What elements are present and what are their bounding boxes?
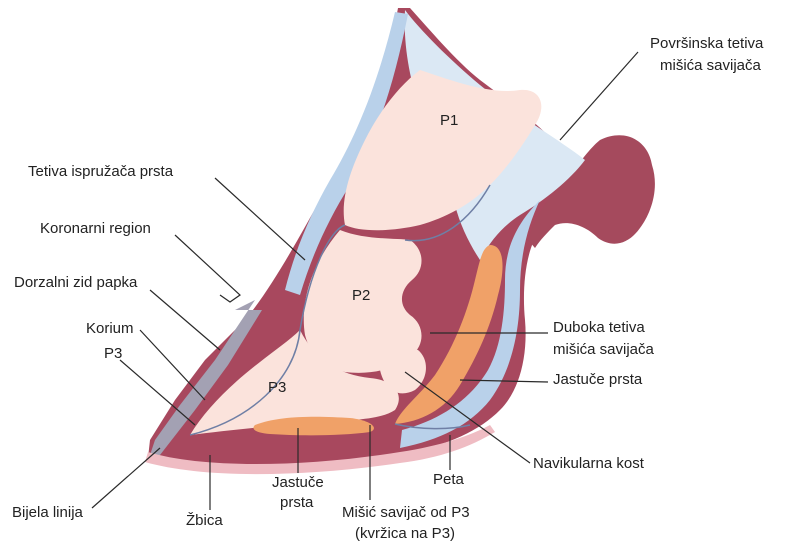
label-duboka-line2: mišića savijača xyxy=(553,341,655,358)
label-p1: P1 xyxy=(440,112,458,129)
label-tetiva-ispruzaca: Tetiva ispružača prsta xyxy=(28,163,174,180)
label-dorzalni: Dorzalni zid papka xyxy=(14,274,138,291)
label-misic-line1: Mišić savijač od P3 xyxy=(342,504,470,521)
label-jastuce-bottom-line1: Jastuče xyxy=(272,474,324,491)
leader-bijela xyxy=(92,448,160,508)
label-misic-line2: (kvržica na P3) xyxy=(355,525,455,542)
label-jastuce-right: Jastuče prsta xyxy=(553,371,643,388)
leader-koronarni xyxy=(175,235,240,302)
label-povrsinska-line2: mišića savijača xyxy=(660,57,762,74)
label-jastuce-bottom-line2: prsta xyxy=(280,494,314,511)
label-koronarni: Koronarni region xyxy=(40,220,151,237)
label-povrsinska-line1: Površinska tetiva xyxy=(650,35,764,52)
leader-povrsinska xyxy=(560,52,638,140)
leader-dorzalni xyxy=(150,290,220,350)
label-p2: P2 xyxy=(352,287,370,304)
label-zbica: Žbica xyxy=(186,512,223,529)
label-p3-bone: P3 xyxy=(268,379,286,396)
leader-tetiva-ispruzaca xyxy=(215,178,305,260)
label-p3-side: P3 xyxy=(104,345,122,362)
label-duboka-line1: Duboka tetiva xyxy=(553,319,645,336)
label-bijela: Bijela linija xyxy=(12,504,84,521)
leader-korium xyxy=(140,330,205,400)
label-navikularna: Navikularna kost xyxy=(533,455,645,472)
label-korium: Korium xyxy=(86,320,134,337)
label-peta: Peta xyxy=(433,471,465,488)
